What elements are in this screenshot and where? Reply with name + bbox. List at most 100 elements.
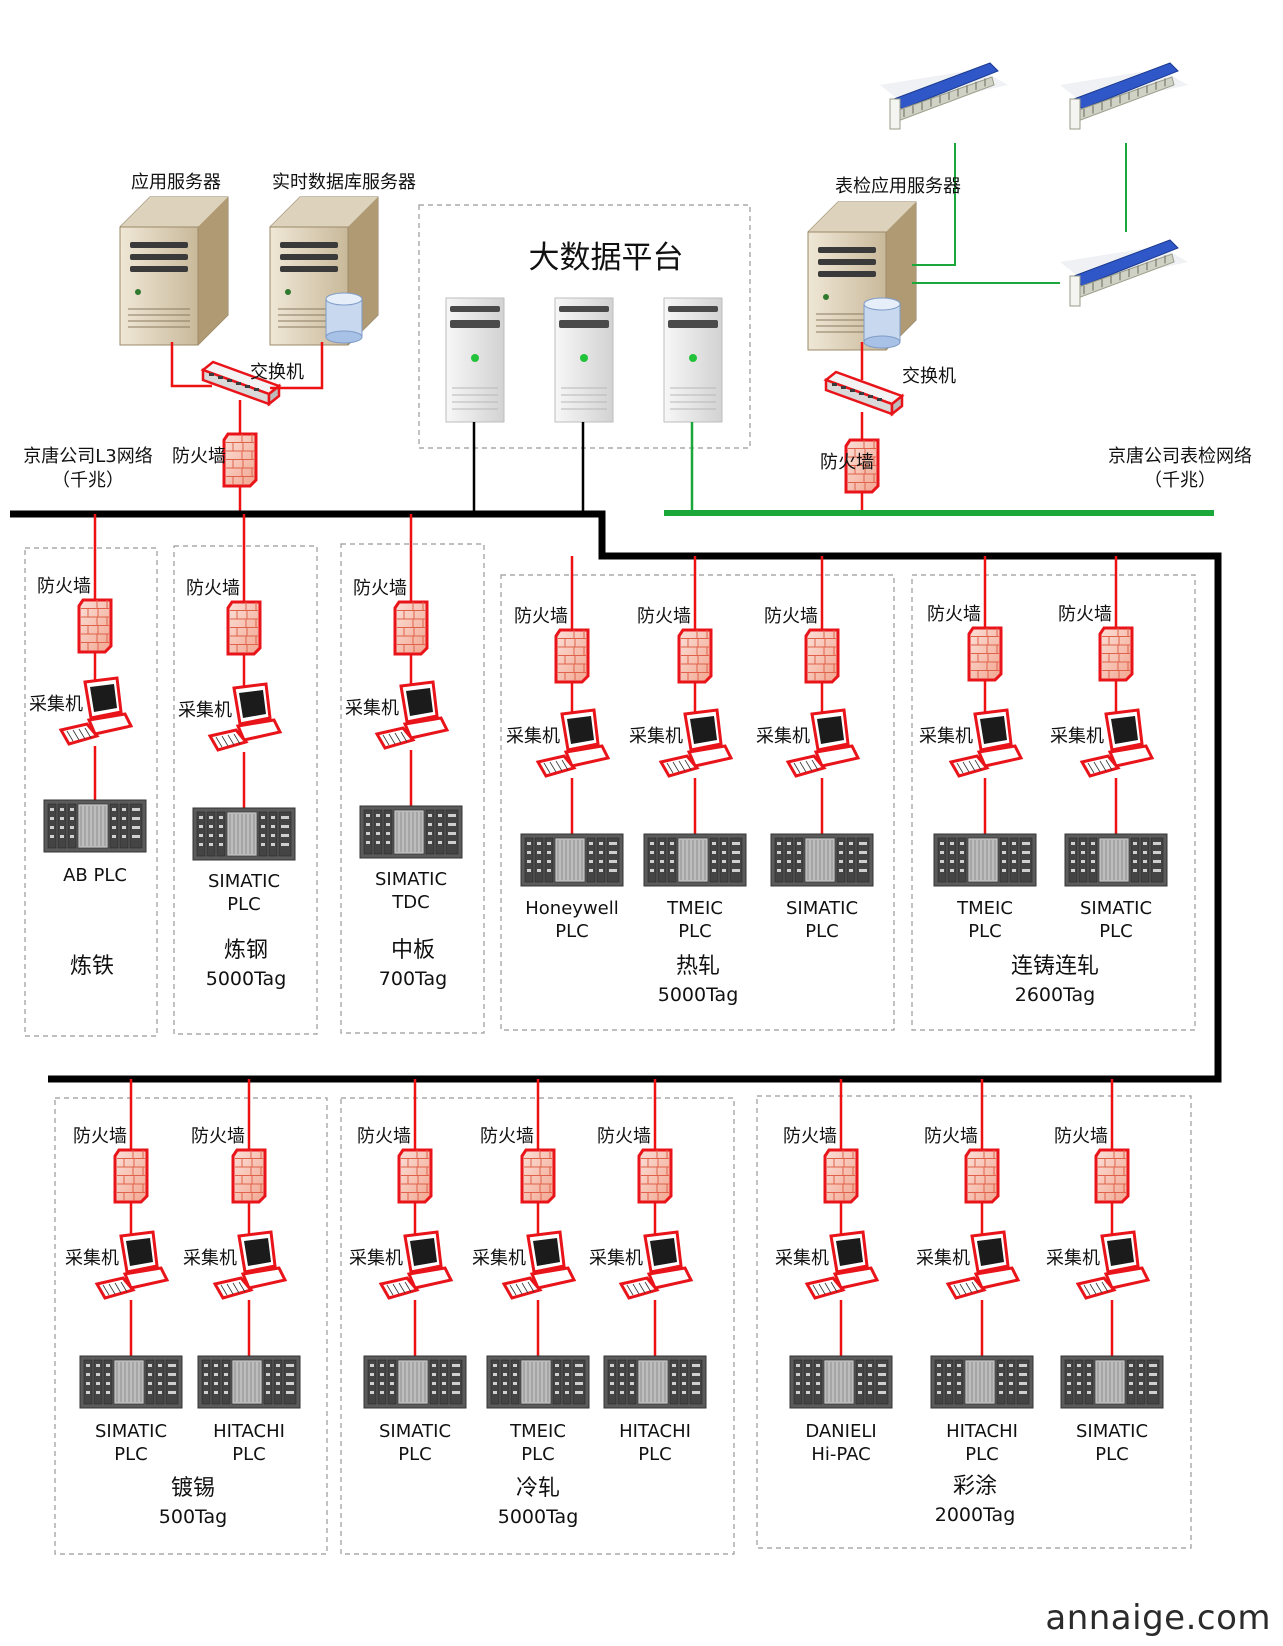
database-icon (863, 297, 901, 349)
area-name: 炼钢 (223, 938, 268, 963)
firewall-icon (226, 600, 262, 656)
text-line: PLC (968, 921, 1002, 942)
rtdb-server-label: 实时数据库服务器 (272, 172, 416, 193)
inspect-server-label: 表检应用服务器 (835, 176, 961, 197)
surface-inspection-device-icon (1060, 62, 1188, 130)
area-name: 镀锡 (170, 1476, 215, 1501)
area-box-1 (173, 545, 318, 1035)
collector-label: 采集机 (29, 694, 83, 715)
text-line: SIMATIC (378, 1421, 452, 1442)
text-line: HITACHI (619, 1421, 691, 1442)
firewall-icon (397, 1148, 433, 1204)
firewall-icon (967, 626, 1003, 682)
switch-right-label: 交换机 (902, 366, 956, 387)
firewall-icon (393, 600, 429, 656)
text-line: PLC (1099, 921, 1133, 942)
area-tag-count: 700Tag (378, 968, 448, 990)
collector-label: 采集机 (756, 726, 810, 747)
plc-rack-icon (930, 1355, 1034, 1409)
text-line: TMEIC (510, 1421, 566, 1442)
text-line: AB PLC (63, 865, 127, 886)
bigdata-server-icon (445, 297, 505, 423)
collector-label: 采集机 (589, 1248, 643, 1269)
collector-computer-icon (1075, 1230, 1151, 1300)
plc-rack-icon (643, 833, 747, 887)
bigdata-platform-box (418, 204, 751, 449)
firewall-icon (1094, 1148, 1130, 1204)
database-server-icon (807, 201, 917, 351)
text-line: SIMATIC (374, 869, 448, 890)
area-box-2 (340, 543, 485, 1034)
plc-rack-icon (789, 1355, 893, 1409)
collector-label: 采集机 (472, 1248, 526, 1269)
net-right-title: 京唐公司表检网络 (1108, 446, 1252, 467)
area-box-5 (54, 1097, 328, 1555)
switch-right-icon (823, 370, 905, 417)
plc-rack-icon (359, 805, 463, 859)
text-line: PLC (965, 1444, 999, 1465)
collector-computer-icon (535, 708, 611, 778)
plc-rack-icon (933, 833, 1037, 887)
area-name: 热轧 (675, 954, 720, 979)
collector-label: 采集机 (1046, 1248, 1100, 1269)
text-line: PLC (555, 921, 589, 942)
collector-label: 采集机 (65, 1248, 119, 1269)
collector-label: 采集机 (775, 1248, 829, 1269)
text-line: SIMATIC (94, 1421, 168, 1442)
collector-label: 采集机 (916, 1248, 970, 1269)
collector-label: 采集机 (178, 700, 232, 721)
plc-rack-icon (192, 807, 296, 861)
firewall-icon (77, 598, 113, 654)
area-box-3 (500, 574, 895, 1031)
surface-inspection-device-icon (880, 62, 1008, 130)
area-tag-count: 2600Tag (1014, 984, 1096, 1006)
firewall-label: 防火墙 (927, 604, 981, 625)
collector-computer-icon (785, 708, 861, 778)
net-right-speed: （千兆） (1144, 470, 1216, 491)
firewall-label: 防火墙 (186, 578, 240, 599)
text-line: Hi-PAC (811, 1444, 871, 1465)
plc-rack-icon (43, 799, 147, 853)
text-line: HITACHI (213, 1421, 285, 1442)
collector-computer-icon (948, 708, 1024, 778)
firewall-label: 防火墙 (764, 606, 818, 627)
area-name: 冷轧 (515, 1476, 560, 1501)
collector-computer-icon (58, 676, 134, 746)
firewall-label: 防火墙 (783, 1126, 837, 1147)
firewall-label: 防火墙 (357, 1126, 411, 1147)
text-line: Honeywell (525, 898, 619, 919)
text-line: DANIELI (805, 1421, 877, 1442)
firewall-icon (520, 1148, 556, 1204)
net-left-title: 京唐公司L3网络 (23, 446, 153, 467)
collector-computer-icon (501, 1230, 577, 1300)
firewall-icon (637, 1148, 673, 1204)
collector-computer-icon (618, 1230, 694, 1300)
area-tag-count: 5000Tag (497, 1506, 579, 1528)
text-line: PLC (232, 1444, 266, 1465)
switch-left-icon (200, 360, 282, 407)
firewall-icon (823, 1148, 859, 1204)
text-line: PLC (638, 1444, 672, 1465)
text-line: SIMATIC (1075, 1421, 1149, 1442)
plc-rack-icon (770, 833, 874, 887)
firewall-label: 防火墙 (480, 1126, 534, 1147)
text-line: SIMATIC (785, 898, 859, 919)
text-line: PLC (1095, 1444, 1129, 1465)
firewall-icon (554, 628, 590, 684)
text-line: SIMATIC (1079, 898, 1153, 919)
firewall-label: 防火墙 (597, 1126, 651, 1147)
bigdata-platform-title: 大数据平台 (528, 240, 684, 276)
collector-label: 采集机 (1050, 726, 1104, 747)
plc-rack-icon (363, 1355, 467, 1409)
